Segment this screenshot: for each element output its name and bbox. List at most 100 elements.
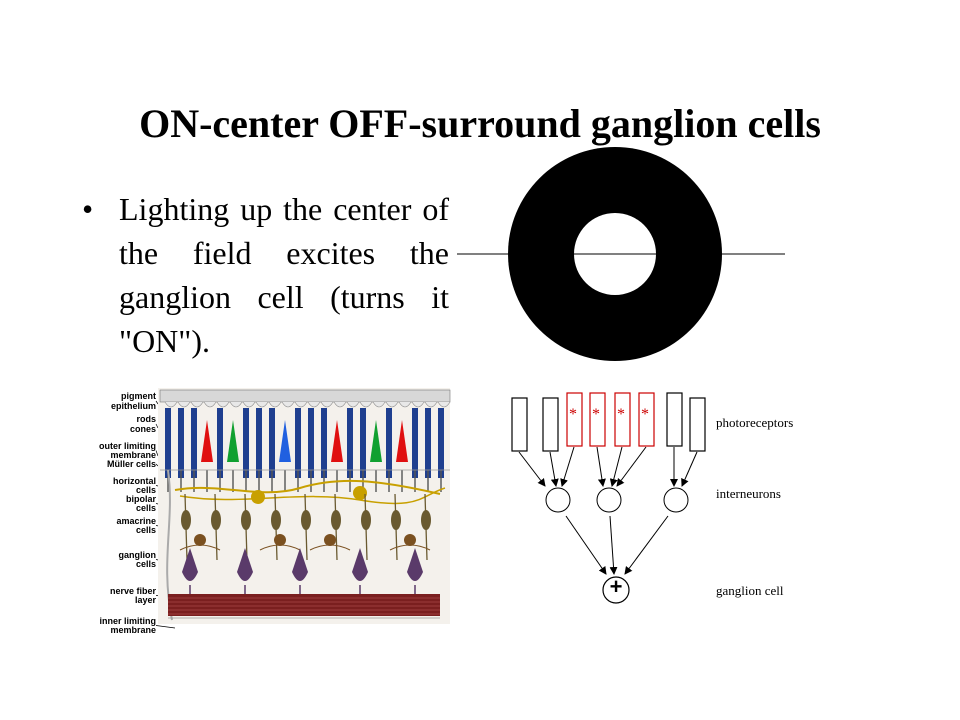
retina-label: cells bbox=[136, 525, 156, 535]
ganglion-cell bbox=[237, 548, 253, 581]
pigment-cell bbox=[268, 401, 282, 408]
pigment-cell bbox=[281, 401, 295, 408]
rod-cell bbox=[347, 408, 353, 478]
horizontal-cell bbox=[353, 486, 367, 500]
retina-label: amacrine bbox=[116, 516, 156, 526]
retina-label: membrane bbox=[110, 450, 156, 460]
horizontal-fiber bbox=[179, 487, 446, 505]
bullet-point: • Lighting up the center of the field ex… bbox=[82, 187, 452, 363]
rod-cell bbox=[321, 408, 327, 478]
rod-cell bbox=[438, 408, 444, 478]
pigment-cell bbox=[346, 401, 360, 408]
amacrine-cell bbox=[324, 534, 336, 546]
rod-cell bbox=[243, 408, 249, 478]
bipolar-cell bbox=[301, 510, 311, 530]
retina-label: cones bbox=[130, 424, 156, 434]
rod-cell bbox=[425, 408, 431, 478]
retina-label: bipolar bbox=[126, 494, 156, 504]
excited-marker: * bbox=[569, 406, 577, 423]
receptor-connection bbox=[609, 446, 623, 487]
interneuron-node bbox=[596, 487, 622, 513]
cone-cell bbox=[279, 420, 291, 462]
retina-pointer-line bbox=[155, 625, 176, 629]
ganglion-cell bbox=[407, 548, 423, 581]
retina-label: membrane bbox=[110, 625, 156, 635]
photoreceptor-box bbox=[589, 392, 606, 447]
interneuron-node bbox=[663, 487, 689, 513]
rod-cell bbox=[308, 408, 314, 478]
retina-panel bbox=[158, 388, 451, 624]
retina-label: epithelium bbox=[111, 401, 156, 411]
retina-label: cells bbox=[136, 559, 156, 569]
amacrine-process bbox=[309, 544, 351, 551]
horizontal-cell bbox=[251, 490, 265, 504]
bipolar-cell bbox=[331, 510, 341, 530]
photoreceptor-box bbox=[566, 392, 583, 447]
cone-cell bbox=[201, 420, 213, 462]
pigment-cell bbox=[385, 401, 399, 408]
rod-cell bbox=[217, 408, 223, 478]
retina-label: inner limiting bbox=[99, 616, 156, 626]
photoreceptor-box bbox=[689, 397, 706, 452]
amacrine-cell bbox=[274, 534, 286, 546]
retina-pointer-line bbox=[155, 463, 159, 467]
retina-label: outer limiting bbox=[99, 441, 156, 451]
amacrine-process bbox=[389, 544, 431, 551]
rod-cell bbox=[165, 408, 171, 478]
bipolar-cell bbox=[211, 510, 221, 530]
rod-cell bbox=[269, 408, 275, 478]
receptor-connection bbox=[518, 451, 546, 487]
photoreceptor-box bbox=[666, 392, 683, 447]
receptor-connection bbox=[616, 446, 647, 487]
photoreceptor-box bbox=[542, 397, 559, 452]
pigment-cell bbox=[164, 401, 178, 408]
nerve-fiber-layer bbox=[168, 594, 440, 616]
retina-pointer-line bbox=[155, 450, 159, 457]
receptor-connection bbox=[596, 446, 606, 487]
excited-marker: * bbox=[641, 406, 649, 423]
ganglion-cell bbox=[292, 548, 308, 581]
photoreceptor-box bbox=[638, 392, 655, 447]
retina-label: layer bbox=[135, 595, 157, 605]
photoreceptor-box bbox=[614, 392, 631, 447]
rod-cell bbox=[386, 408, 392, 478]
pigment-cell bbox=[333, 401, 347, 408]
bipolar-cell bbox=[271, 510, 281, 530]
ganglion-cell-label: ganglion cell bbox=[716, 583, 784, 598]
interneuron-connection bbox=[624, 515, 669, 575]
retina-label: pigment bbox=[121, 391, 156, 401]
cone-cell bbox=[331, 420, 343, 462]
retina-pointer-line bbox=[155, 400, 159, 405]
retina-label: ganglion bbox=[119, 550, 157, 560]
cone-cell bbox=[370, 420, 382, 462]
excited-marker: * bbox=[592, 406, 600, 423]
bullet-marker: • bbox=[82, 191, 94, 227]
bipolar-cell bbox=[181, 510, 191, 530]
receptor-connection bbox=[681, 451, 698, 487]
bullet-text: Lighting up the center of the field exci… bbox=[119, 191, 449, 359]
retina-label: nerve fiber bbox=[110, 586, 157, 596]
retina-label: horizontal bbox=[113, 476, 156, 486]
rod-cell bbox=[360, 408, 366, 478]
receptor-connection bbox=[560, 446, 575, 487]
bipolar-cell bbox=[361, 510, 371, 530]
ganglion-cell bbox=[352, 548, 368, 581]
amacrine-cell bbox=[404, 534, 416, 546]
retina-label: rods bbox=[136, 414, 156, 424]
amacrine-cell bbox=[194, 534, 206, 546]
pigment-cell bbox=[411, 401, 425, 408]
pigment-cell bbox=[255, 401, 269, 408]
pigment-cell bbox=[307, 401, 321, 408]
interneuron-node bbox=[545, 487, 571, 513]
pigment-cell bbox=[424, 401, 438, 408]
retina-label: Müller cells bbox=[107, 459, 156, 469]
pigment-cell bbox=[294, 401, 308, 408]
pigment-cell bbox=[177, 401, 191, 408]
pigment-cell bbox=[372, 401, 386, 408]
pigment-cell bbox=[229, 401, 243, 408]
rod-cell bbox=[191, 408, 197, 478]
pigment-cell bbox=[190, 401, 204, 408]
